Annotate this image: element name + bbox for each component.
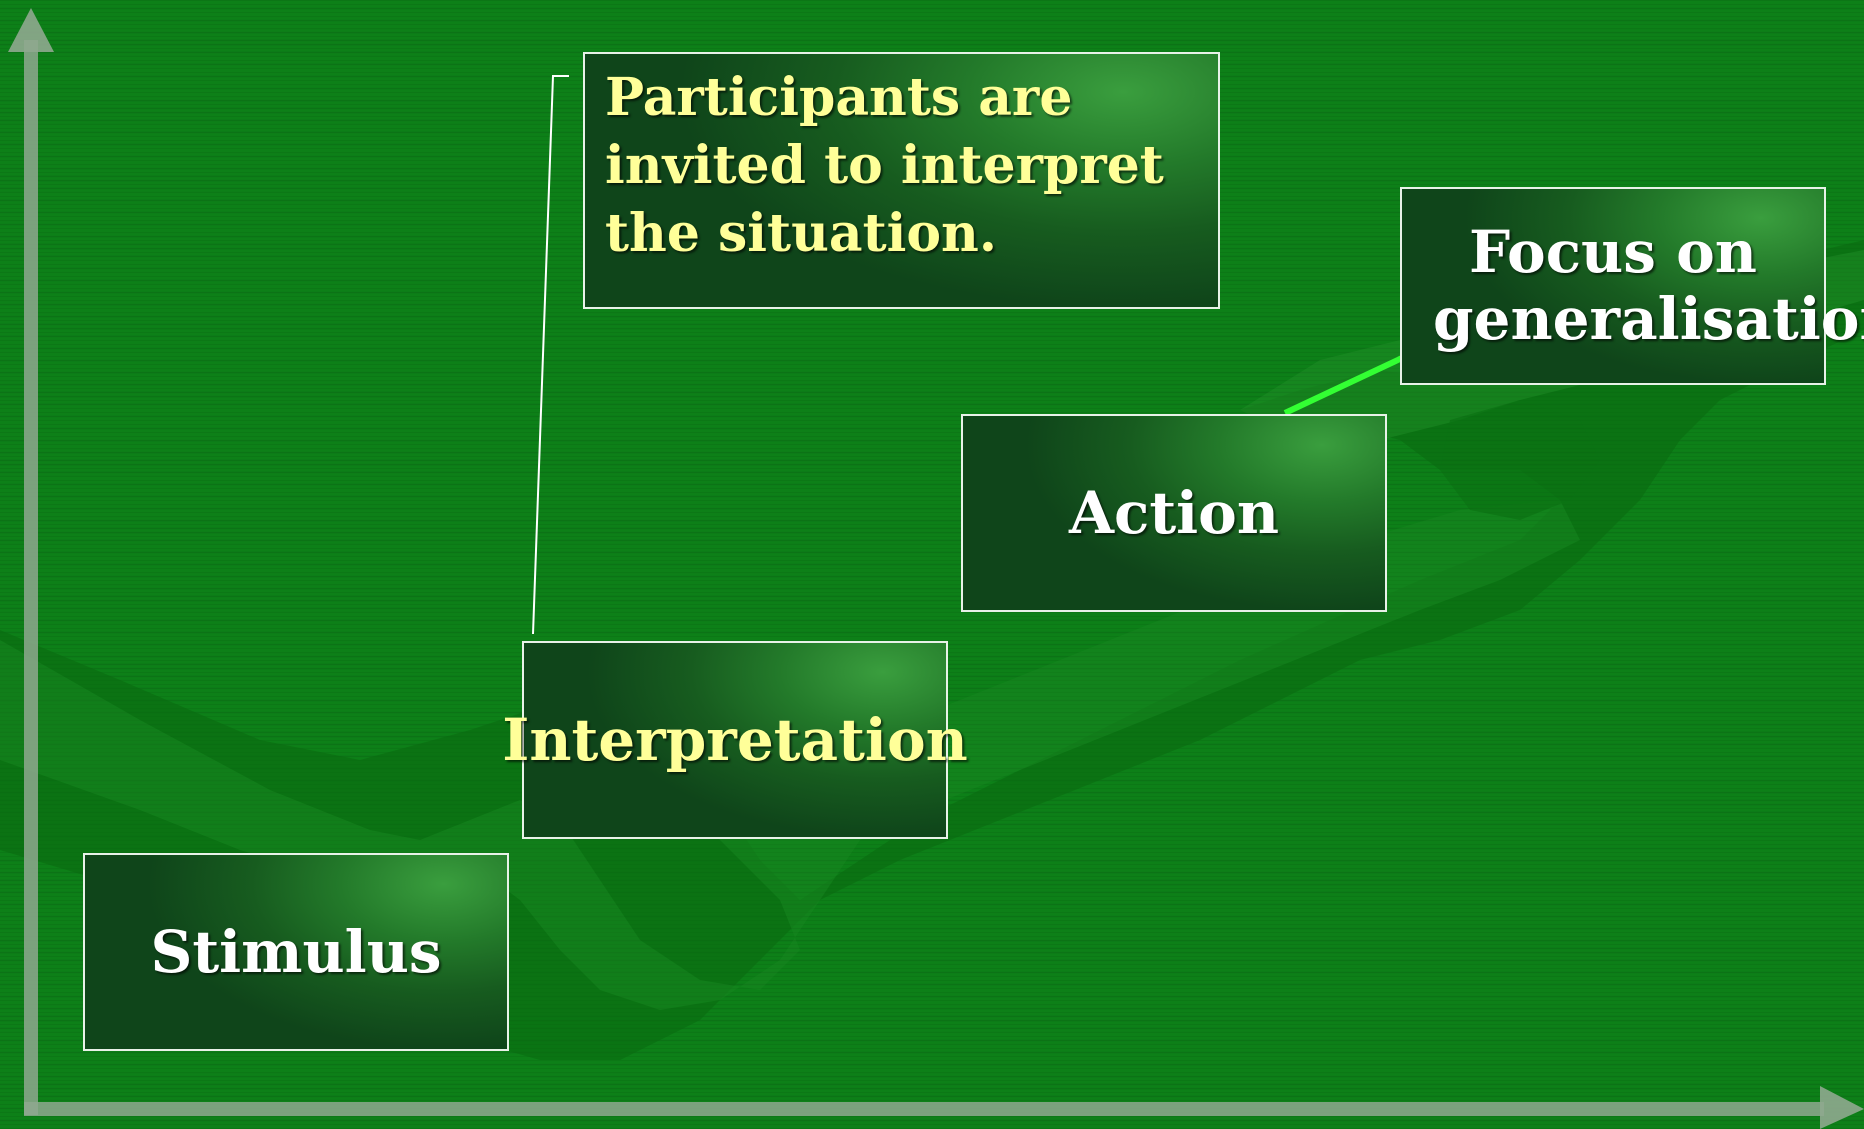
note-line-3: the situation. [605,203,997,264]
step-interpretation: Interpretation [502,641,968,839]
step-stimulus: Stimulus [83,853,509,1051]
step-generalisation: Focus on generalisation [1400,187,1864,385]
step-action: Action [961,414,1387,612]
step-interpretation-label: Interpretation [502,705,968,774]
note-line-2: invited to interpret [605,135,1164,196]
step-action-label: Action [1069,478,1279,547]
note-line-1: Participants are [605,67,1073,128]
interpretation-note: Participants are invited to interpret th… [583,52,1220,309]
accent-line [1283,355,1404,416]
step-stimulus-label: Stimulus [150,917,442,986]
note-connector-line [532,75,569,635]
y-axis [8,8,54,1115]
x-axis [24,1086,1864,1129]
step-generalisation-label: Focus on generalisation [1433,218,1864,353]
